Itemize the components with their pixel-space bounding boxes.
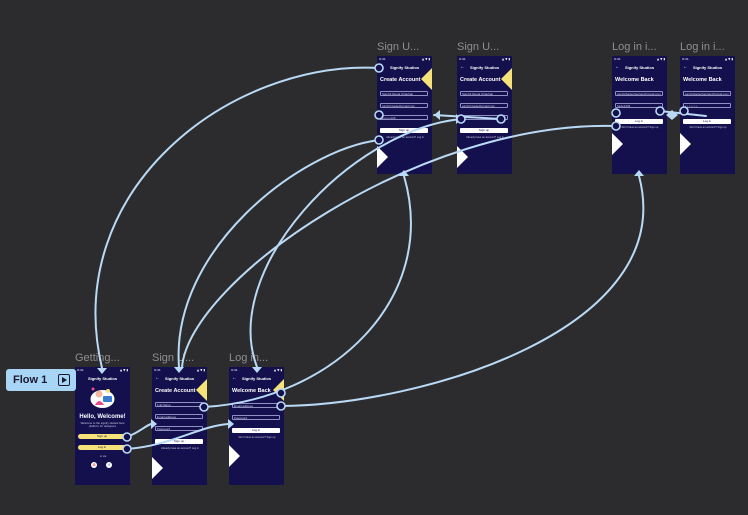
password-field[interactable]: • • • • • • • bbox=[460, 115, 508, 120]
back-arrow-icon[interactable]: ← bbox=[615, 64, 620, 70]
flow-starting-point-badge[interactable]: Flow 1 bbox=[6, 369, 76, 391]
signup-button[interactable]: Sign up bbox=[78, 434, 126, 439]
connection-line bbox=[280, 175, 645, 407]
login-link[interactable]: Already have an account? Log in bbox=[386, 136, 424, 139]
login-button[interactable]: Log in bbox=[232, 428, 280, 433]
brand-name: Signify Studios bbox=[164, 376, 195, 381]
connection-line bbox=[126, 423, 152, 438]
white-triangle-decoration bbox=[612, 133, 623, 155]
white-triangle-decoration bbox=[152, 457, 163, 479]
connection-line bbox=[177, 139, 380, 368]
email-field[interactable]: Email address bbox=[232, 403, 280, 408]
frame-login-filled[interactable]: 9:41▲ ▼ ▮ ← Signify Studios Welcome Back… bbox=[612, 56, 667, 174]
status-bar: 9:41▲ ▼ ▮ bbox=[459, 57, 510, 61]
password-field[interactable]: ••••••••123 bbox=[380, 115, 428, 120]
brand-name: Signify Studios bbox=[389, 65, 420, 70]
email-field[interactable]: samhit.bade@gmail.com bbox=[380, 103, 428, 108]
play-icon[interactable] bbox=[58, 374, 70, 386]
page-title: Welcome Back bbox=[615, 77, 654, 83]
page-title: Create Account bbox=[380, 77, 421, 83]
white-triangle-decoration bbox=[377, 146, 388, 168]
yellow-triangle-decoration bbox=[501, 68, 512, 90]
welcome-illustration bbox=[90, 387, 115, 408]
brand-name: Signify Studios bbox=[692, 65, 723, 70]
email-field[interactable]: samhitbadechauhan@gmail.com bbox=[615, 91, 663, 96]
frame-title-getting-started[interactable]: Getting... bbox=[75, 352, 120, 364]
signup-button[interactable]: Sign up bbox=[460, 128, 508, 133]
frame-title-signup-filled[interactable]: Sign U... bbox=[377, 41, 420, 53]
email-field[interactable]: samhitbadechauhan@gmail.com bbox=[683, 91, 731, 96]
page-title: Welcome Back bbox=[683, 77, 722, 83]
yellow-triangle-decoration bbox=[273, 379, 284, 401]
white-triangle-decoration bbox=[680, 133, 691, 155]
back-arrow-icon[interactable]: ← bbox=[155, 375, 160, 381]
page-title: Create Account bbox=[155, 388, 196, 394]
frame-signup-filled-2[interactable]: 9:41▲ ▼ ▮ ← Signify Studios Create Accou… bbox=[457, 56, 512, 174]
login-button[interactable]: Log in bbox=[683, 119, 731, 124]
yellow-triangle-decoration bbox=[196, 379, 207, 401]
signup-link[interactable]: Don't have an account? Sign up bbox=[689, 126, 727, 129]
password-field[interactable]: Password bbox=[232, 415, 280, 420]
frame-title-login-filled-2[interactable]: Log in i... bbox=[680, 41, 725, 53]
frame-login-filled-2[interactable]: 9:41▲ ▼ ▮ ← Signify Studios Welcome Back… bbox=[680, 56, 735, 174]
login-button[interactable]: Log in bbox=[78, 445, 126, 450]
white-triangle-decoration bbox=[457, 146, 468, 168]
google-icon[interactable]: G bbox=[91, 462, 97, 468]
or-via-text: or via bbox=[99, 455, 107, 458]
signup-button[interactable]: Sign up bbox=[155, 439, 203, 444]
frame-title-signup-empty[interactable]: Sign U... bbox=[152, 352, 195, 364]
password-field[interactable]: Password bbox=[155, 426, 203, 431]
status-bar: 9:41▲ ▼ ▮ bbox=[154, 368, 205, 372]
welcome-description: Welcome to the signify studios best plat… bbox=[80, 421, 125, 429]
status-bar: 9:41▲ ▼ ▮ bbox=[231, 368, 282, 372]
brand-name: Signify Studios bbox=[469, 65, 500, 70]
frame-title-signup-filled-2[interactable]: Sign U... bbox=[457, 41, 500, 53]
page-title: Create Account bbox=[460, 77, 501, 83]
password-field[interactable]: • • • • • • • bbox=[683, 103, 731, 108]
connection-line bbox=[94, 66, 380, 369]
welcome-heading: Hello, Welcome! bbox=[79, 414, 126, 420]
full-name-field[interactable]: Samhit Mosai Chauhan bbox=[460, 91, 508, 96]
frame-getting-started[interactable]: 9:41▲ ▼ ▮ Signify Studios Hello, Welcome… bbox=[75, 367, 130, 485]
frame-title-login-filled[interactable]: Log in i... bbox=[612, 41, 657, 53]
frame-login-empty[interactable]: 9:41▲ ▼ ▮ ← Signify Studios Welcome Back… bbox=[229, 367, 284, 485]
status-bar: 9:41▲ ▼ ▮ bbox=[614, 57, 665, 61]
password-field[interactable]: bade1234 bbox=[615, 103, 663, 108]
flow-label: Flow 1 bbox=[13, 374, 48, 386]
status-bar: 9:41▲ ▼ ▮ bbox=[379, 57, 430, 61]
signup-link[interactable]: Don't have an account? Sign up bbox=[238, 436, 276, 439]
status-bar: 9:41▲ ▼ ▮ bbox=[682, 57, 733, 61]
email-field[interactable]: samhit.bade@gmail.com bbox=[460, 103, 508, 108]
login-link[interactable]: Already have an account? Log in bbox=[466, 136, 504, 139]
status-bar: 9:41▲ ▼ ▮ bbox=[77, 368, 128, 372]
login-button[interactable]: Log in bbox=[615, 119, 663, 124]
brand-name: Signify Studios bbox=[87, 376, 118, 381]
arrow-head-icon bbox=[434, 110, 440, 120]
facebook-icon[interactable]: f bbox=[106, 462, 112, 468]
full-name-field[interactable]: Samhit Mosai Chauhan bbox=[380, 91, 428, 96]
frame-title-login-empty[interactable]: Log in... bbox=[229, 352, 269, 364]
frame-signup-filled[interactable]: 9:41▲ ▼ ▮ ← Signify Studios Create Accou… bbox=[377, 56, 432, 174]
login-link[interactable]: Already have an account? Log in bbox=[161, 447, 199, 450]
diamond-connector-icon bbox=[666, 110, 678, 120]
brand-name: Signify Studios bbox=[624, 65, 655, 70]
email-field[interactable]: Email address bbox=[155, 414, 203, 419]
back-arrow-icon[interactable]: ← bbox=[460, 64, 465, 70]
frame-signup-empty[interactable]: 9:41▲ ▼ ▮ ← Signify Studios Create Accou… bbox=[152, 367, 207, 485]
white-triangle-decoration bbox=[229, 445, 240, 467]
signup-link[interactable]: Don't have an account? Sign up bbox=[621, 126, 659, 129]
yellow-triangle-decoration bbox=[421, 68, 432, 90]
back-arrow-icon[interactable]: ← bbox=[683, 64, 688, 70]
full-name-field[interactable]: Full Name bbox=[155, 402, 203, 407]
page-title: Welcome Back bbox=[232, 388, 271, 394]
signup-button[interactable]: Sign up bbox=[380, 128, 428, 133]
